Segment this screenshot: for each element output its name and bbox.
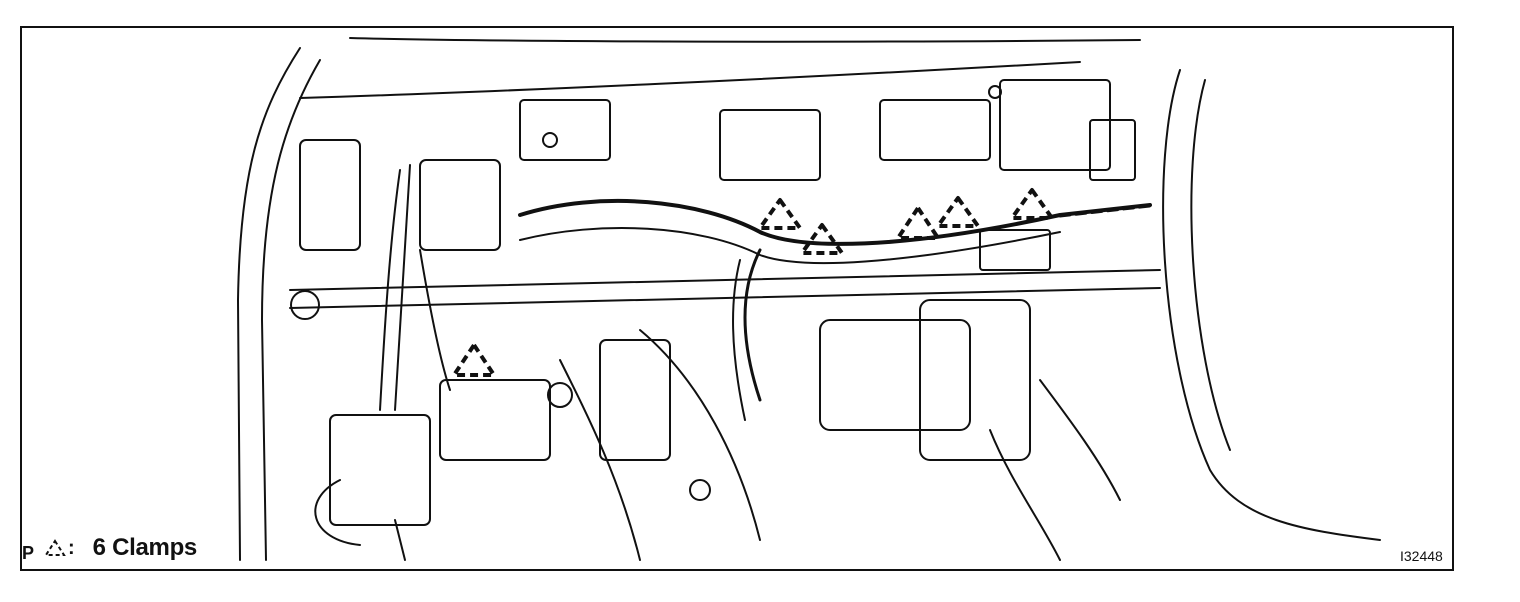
clamp-5-icon [1010, 188, 1054, 220]
legend-label: 6 Clamps [92, 534, 198, 561]
clamp-3-icon [896, 206, 940, 240]
door-frame-outline [237, 47, 301, 561]
clamp-legend: : 6 Clamps [44, 534, 197, 562]
dashed-triangle-clamp-icon [44, 539, 66, 556]
a-pillar-outline [1162, 69, 1381, 541]
clamp-6-icon [452, 343, 496, 377]
clamp-2-icon [800, 223, 844, 255]
figure-id: I32448 [1400, 548, 1443, 564]
clamp-1-icon [758, 198, 802, 230]
legend-colon: : [68, 536, 75, 559]
main-wire-harness [518, 198, 1152, 246]
clamp-4-icon [936, 196, 980, 228]
corner-mark: P [22, 543, 35, 563]
reinforcement-beam [289, 269, 1161, 291]
